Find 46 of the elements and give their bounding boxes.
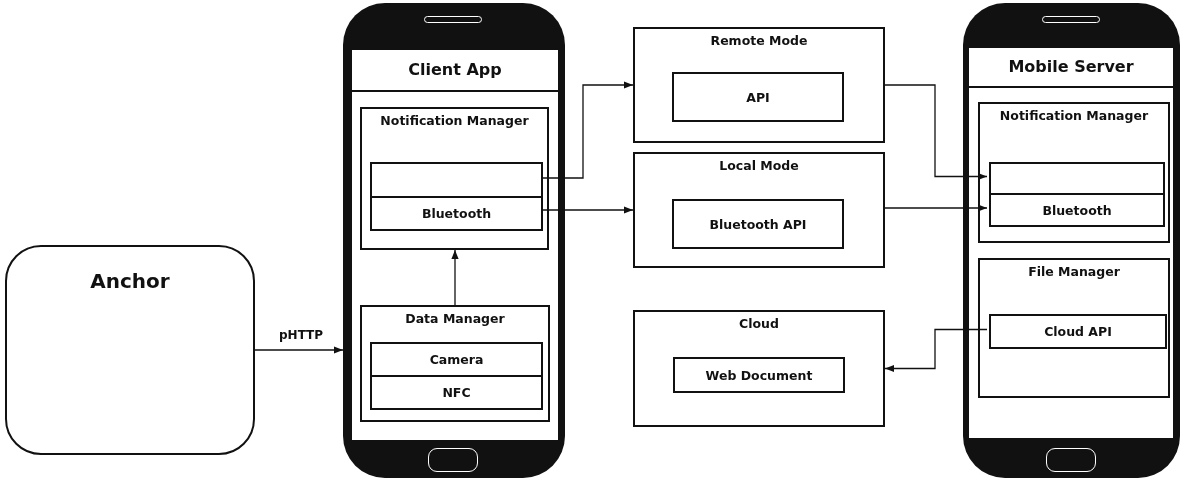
anchor-box — [5, 245, 255, 455]
arrow — [254, 346, 344, 354]
anchor-title: Anchor — [89, 269, 171, 293]
component-box — [989, 162, 1165, 195]
component-label: Cloud API — [1044, 324, 1112, 339]
component-box — [673, 357, 845, 393]
component-label: Camera — [429, 352, 484, 367]
arrow — [540, 81, 634, 179]
arrow — [540, 206, 634, 214]
component-label: Web Document — [705, 367, 813, 383]
component-box — [989, 314, 1167, 349]
arrow — [884, 84, 988, 181]
module-title: Remote Mode — [709, 33, 809, 48]
module-title: Notification Manager — [998, 108, 1150, 123]
module-title: File Manager — [1027, 264, 1121, 279]
component-label: Bluetooth API — [709, 216, 807, 232]
module-title: Data Manager — [404, 311, 506, 326]
arrow — [884, 328, 988, 373]
module-title: Notification Manager — [379, 113, 530, 128]
module-box — [633, 152, 885, 268]
component-label: API — [746, 89, 770, 105]
edge-label: pHTTP — [277, 328, 326, 342]
arrow — [884, 204, 988, 212]
component-box — [370, 162, 543, 198]
phone-title: Client App — [408, 60, 502, 80]
component-label: Bluetooth — [421, 206, 492, 221]
module-box — [360, 107, 549, 250]
component-box — [672, 199, 844, 249]
phone-title: Mobile Server — [1008, 57, 1134, 77]
component-box — [370, 375, 543, 410]
module-box — [978, 102, 1170, 243]
component-box — [989, 193, 1165, 227]
component-label: Bluetooth — [1042, 202, 1112, 218]
component-box — [370, 196, 543, 231]
smartphone-frame — [963, 3, 1180, 478]
component-box — [672, 72, 844, 122]
module-box — [633, 310, 885, 427]
smartphone-frame — [343, 3, 565, 478]
arrow — [451, 249, 459, 306]
module-box — [633, 27, 885, 143]
module-box — [360, 305, 550, 422]
component-box — [370, 342, 543, 377]
module-box — [978, 258, 1170, 398]
component-label: NFC — [442, 385, 471, 400]
module-title: Cloud — [738, 316, 780, 331]
module-title: Local Mode — [718, 158, 800, 173]
